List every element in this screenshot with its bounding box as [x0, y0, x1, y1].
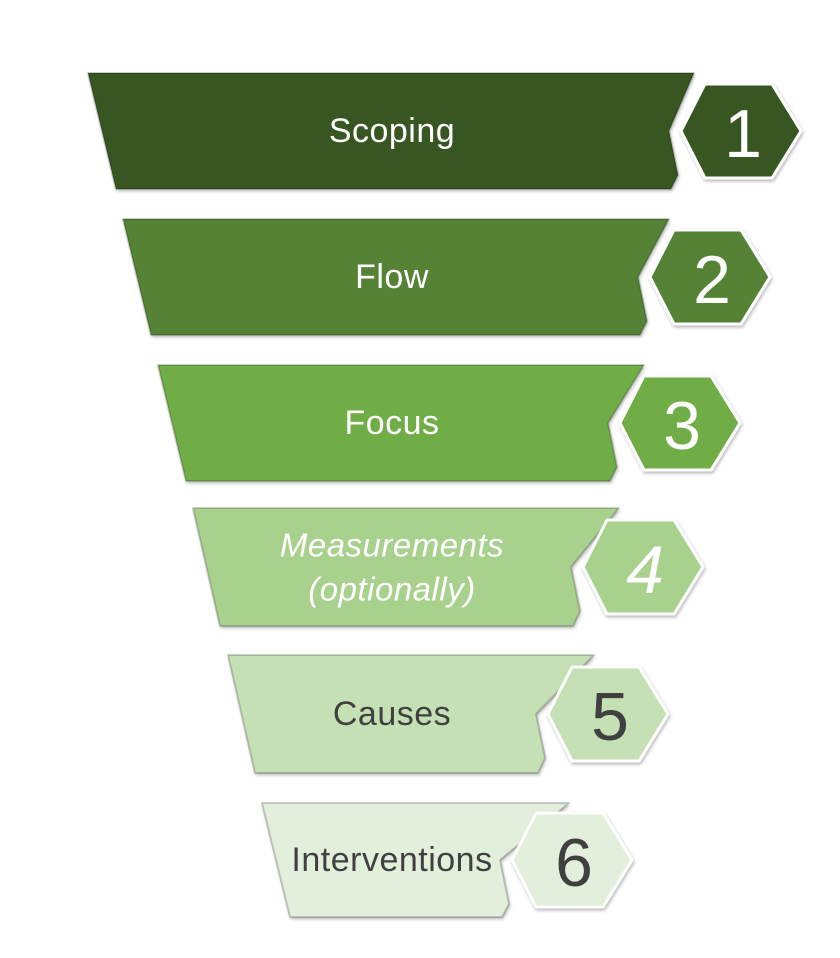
- funnel-stage-interventions: Interventions 6: [261, 802, 634, 918]
- stage-5-number-badge: [546, 665, 670, 763]
- stage-2-trapezoid: [122, 218, 670, 336]
- stage-3-number-badge: [618, 374, 742, 472]
- funnel-stage-scoping: Scoping 1: [87, 72, 803, 190]
- stage-3-trapezoid: [157, 364, 645, 482]
- stage-6-number-badge: [510, 811, 634, 909]
- stage-1-number: 1: [724, 96, 762, 172]
- stage-1-trapezoid: [87, 72, 695, 190]
- funnel-stage-causes: Causes 5: [227, 654, 670, 774]
- stage-6-label: Interventions: [291, 841, 492, 879]
- stage-4-number: 4: [626, 532, 664, 608]
- stage-4-label-line1: Measurements: [280, 527, 504, 564]
- stage-2-number: 2: [693, 242, 731, 318]
- stage-2-number-badge: [648, 228, 772, 326]
- funnel-stage-flow: Flow 2: [122, 218, 772, 336]
- stage-2-label: Flow: [355, 258, 429, 296]
- stage-4-number-badge: [581, 518, 705, 616]
- funnel-stage-focus: Focus 3: [157, 364, 742, 482]
- stage-1-label: Scoping: [329, 112, 455, 150]
- stage-6-number: 6: [555, 825, 593, 901]
- stage-3-number: 3: [663, 388, 701, 464]
- stage-3-label: Focus: [344, 404, 439, 442]
- stage-5-number: 5: [591, 679, 629, 755]
- stage-1-number-badge: [679, 82, 803, 180]
- funnel-stage-measurements: Measurements (optionally) 4: [192, 507, 705, 627]
- stage-5-trapezoid: [227, 654, 595, 774]
- stage-4-trapezoid: [192, 507, 620, 627]
- stage-4-label-line2: (optionally): [308, 571, 475, 608]
- stage-5-label: Causes: [333, 695, 451, 733]
- stage-6-trapezoid: [261, 802, 570, 918]
